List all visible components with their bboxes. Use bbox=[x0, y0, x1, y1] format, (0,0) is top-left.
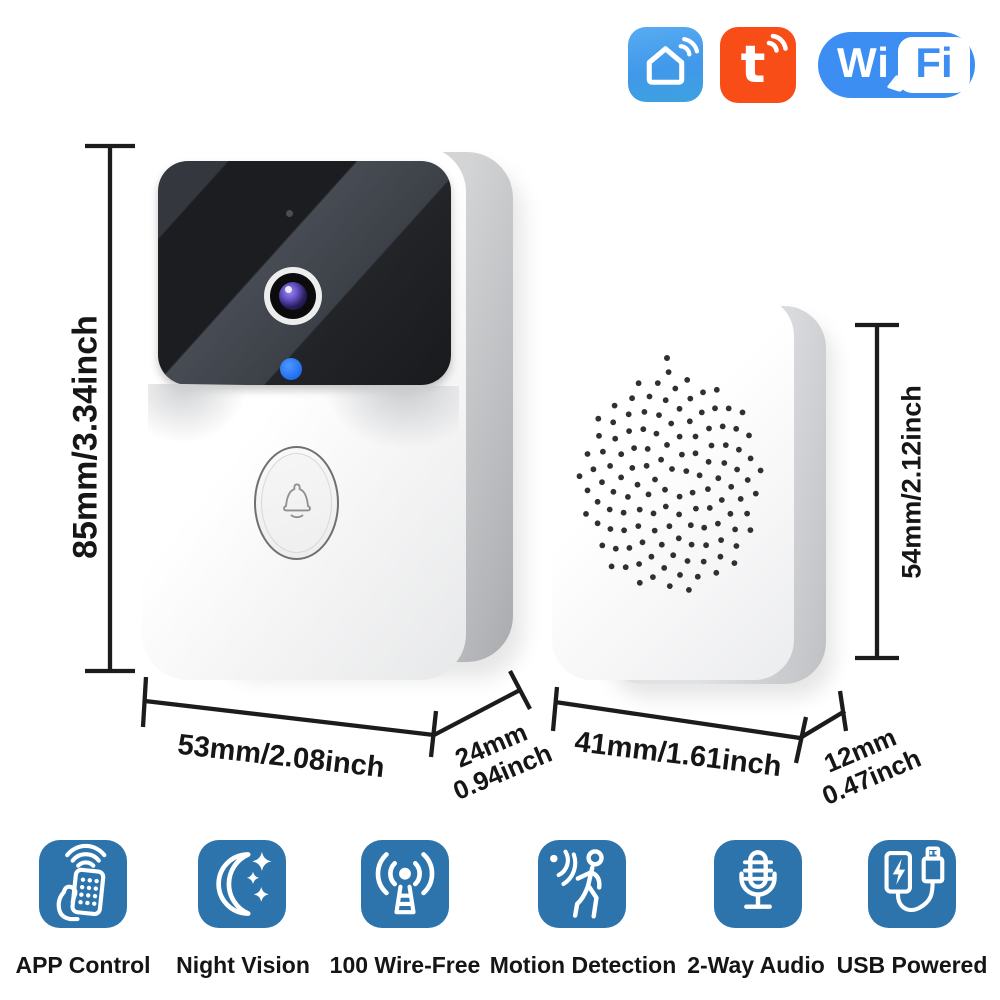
doorbell-height-label: 85mm/3.34inch bbox=[66, 315, 105, 559]
tuya-app-logo: t bbox=[720, 27, 796, 103]
feature-tile-app-control bbox=[39, 840, 127, 928]
doorbell-camera-panel bbox=[158, 161, 451, 385]
smart-life-app-logo bbox=[628, 27, 703, 102]
feature-label-motion-detection: Motion Detection bbox=[489, 952, 677, 978]
chime-depth-label: 12mm 0.47inch bbox=[807, 717, 926, 811]
housing-shadow-left bbox=[148, 384, 248, 444]
wifi-logo: Wi Fi bbox=[818, 32, 975, 98]
microphone-hole bbox=[286, 210, 293, 217]
motion-detection-icon bbox=[550, 849, 604, 919]
feature-tile-motion-detection bbox=[538, 840, 626, 928]
chime-body bbox=[552, 296, 794, 680]
feature-tile-wire-free bbox=[361, 840, 449, 928]
feature-tile-two-way-audio bbox=[714, 840, 802, 928]
doorbell-body bbox=[142, 146, 466, 680]
chime-height-label: 54mm/2.12inch bbox=[896, 385, 927, 579]
chime-speaker-holes bbox=[576, 355, 764, 593]
chime-width-label: 41mm/1.61inch bbox=[572, 725, 784, 784]
status-led bbox=[280, 358, 302, 380]
app-control-icon bbox=[56, 843, 107, 922]
feature-label-usb-powered: USB Powered bbox=[836, 952, 988, 978]
camera-lens bbox=[264, 267, 322, 325]
tuya-t-icon: t bbox=[741, 33, 788, 95]
usb-power-icon bbox=[884, 846, 945, 912]
feature-tile-usb-powered bbox=[868, 840, 956, 928]
feature-tile-night-vision bbox=[198, 840, 286, 928]
chime-height-line bbox=[855, 322, 899, 661]
feature-label-night-vision: Night Vision bbox=[176, 952, 310, 978]
wifi-wi-text: Wi bbox=[837, 39, 890, 87]
microphone-icon bbox=[739, 850, 777, 909]
wire-free-antenna-icon bbox=[375, 852, 435, 915]
smart-home-house-icon bbox=[646, 37, 700, 85]
housing-shadow-right bbox=[324, 386, 459, 450]
night-vision-icon bbox=[216, 851, 272, 916]
wifi-fi-bubble: Fi bbox=[898, 37, 970, 93]
doorbell-button bbox=[254, 446, 339, 560]
bell-icon bbox=[282, 483, 311, 519]
camera-lens-glint bbox=[285, 286, 292, 293]
tuya-letter: t bbox=[741, 35, 766, 95]
doorbell-depth-label: 24mm 0.94inch bbox=[438, 712, 557, 806]
feature-label-two-way-audio: 2-Way Audio bbox=[687, 952, 825, 978]
doorbell-width-label: 53mm/2.08inch bbox=[175, 728, 387, 785]
camera-lens-glass bbox=[279, 282, 307, 310]
wifi-fi-text: Fi bbox=[915, 39, 953, 87]
feature-label-app-control: APP Control bbox=[15, 952, 151, 978]
feature-label-wire-free: 100 Wire-Free bbox=[329, 952, 481, 978]
